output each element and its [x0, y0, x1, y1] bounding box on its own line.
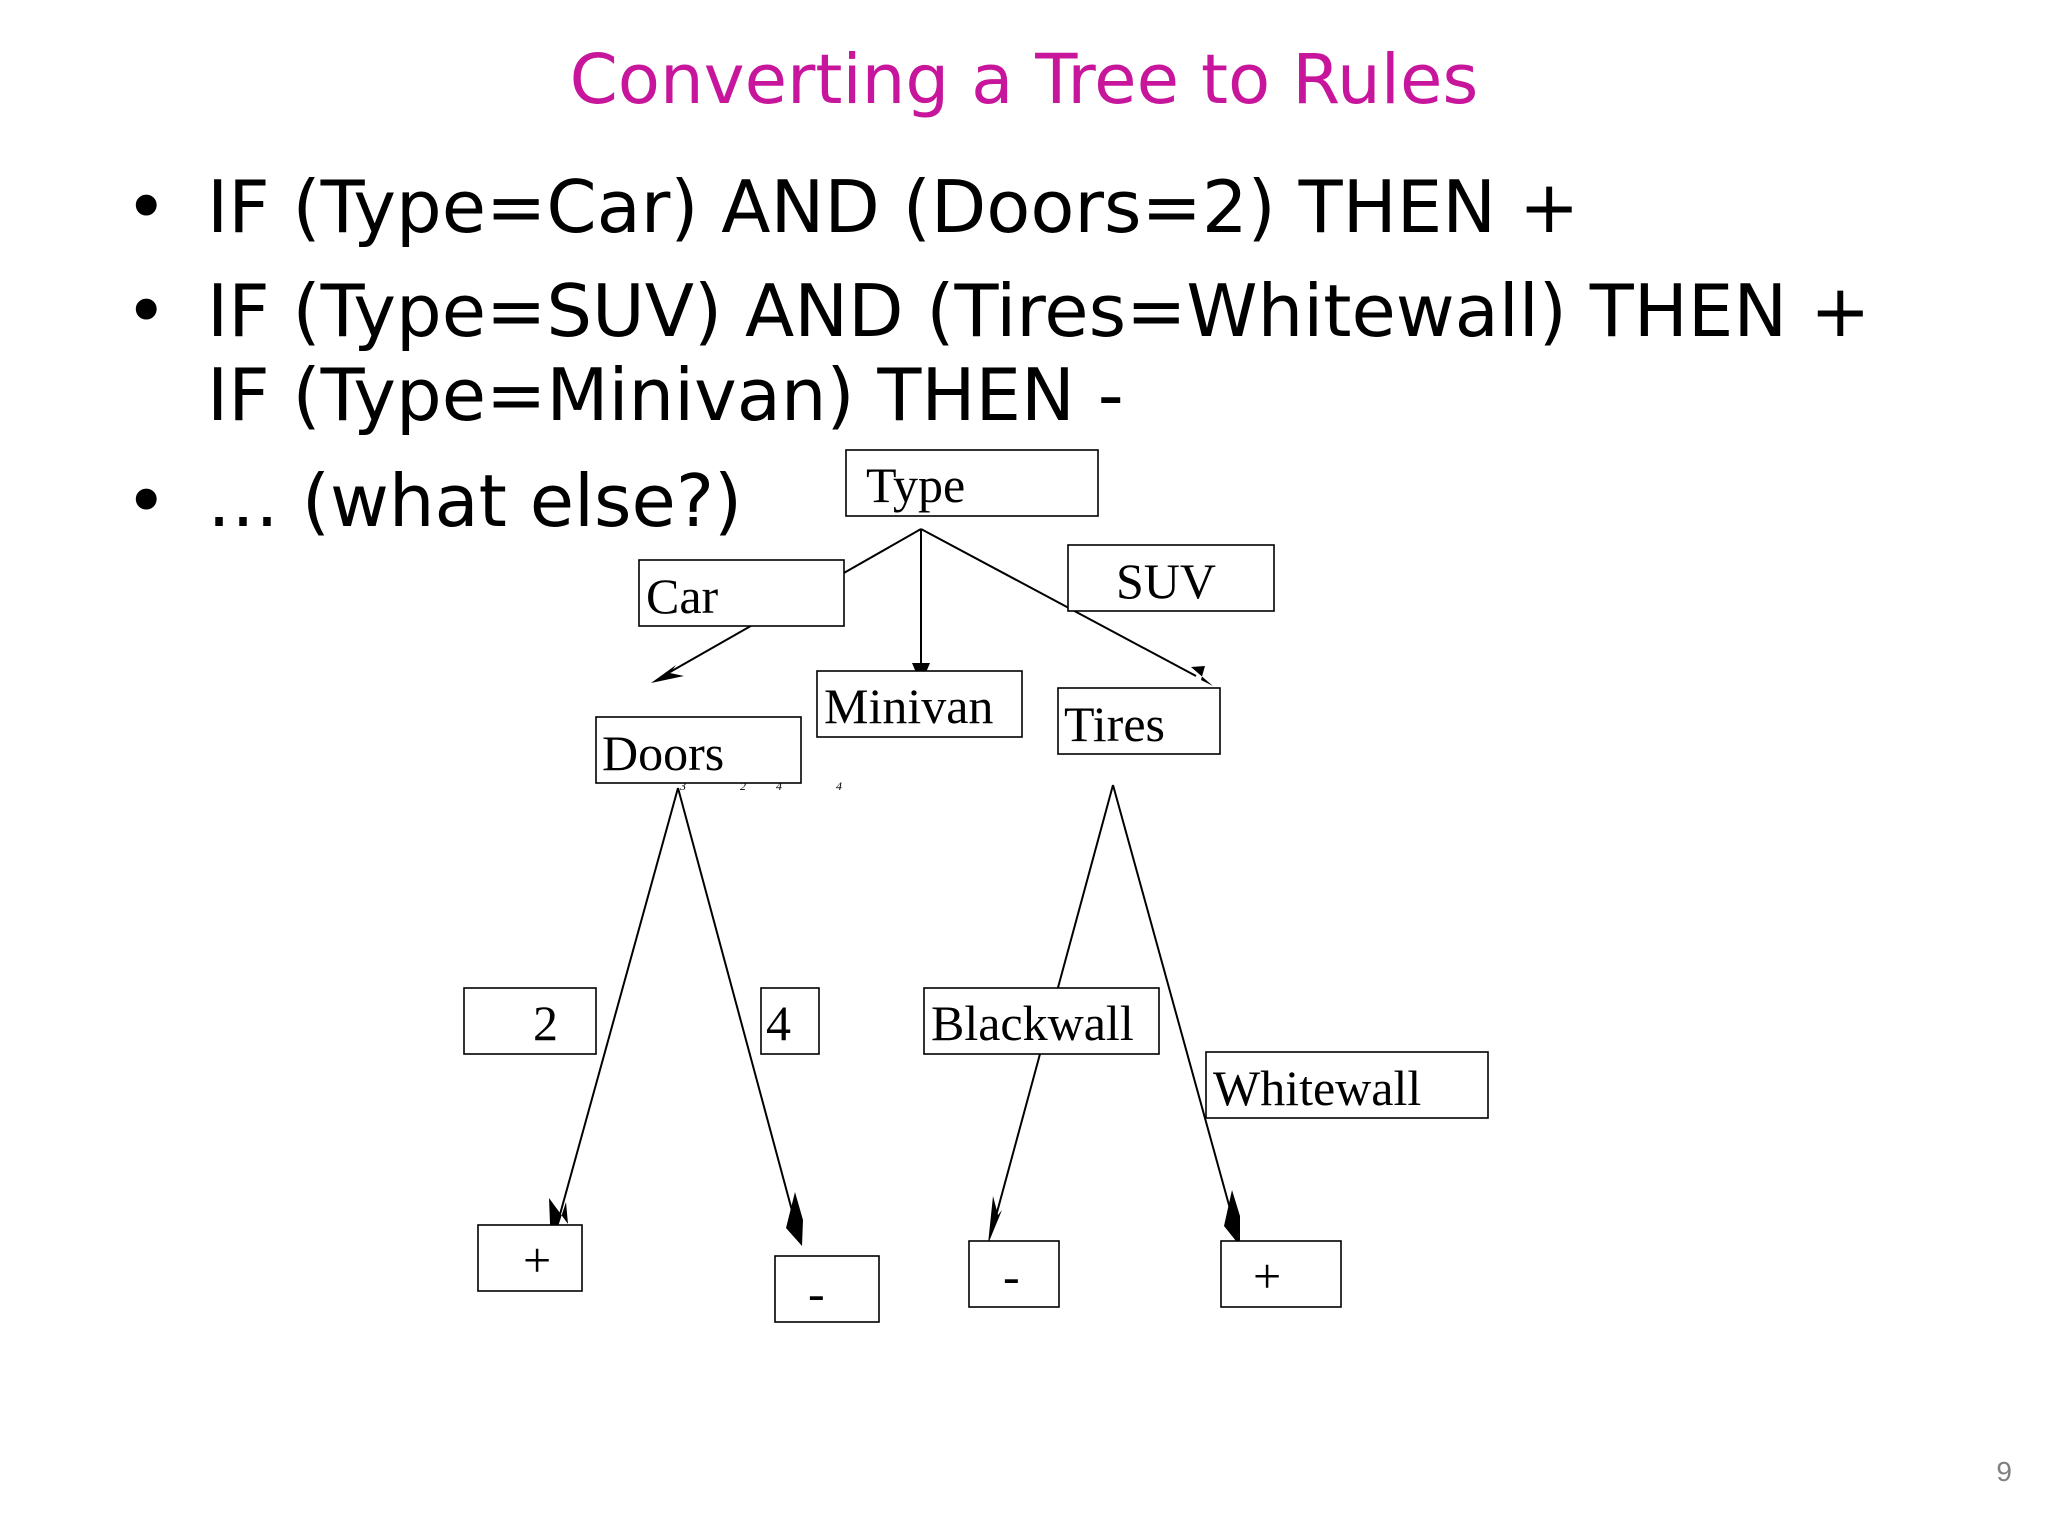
edge-label-doors-4: 4 [760, 987, 820, 1055]
arrowhead-type-to-tires [1191, 666, 1213, 686]
edge-type-to-tires [920, 528, 1197, 677]
arrowhead-type-to-doors [651, 665, 684, 683]
leaf-doors-2-label: + [523, 1232, 551, 1288]
edge-label-whitewall-text: Whitewall [1213, 1060, 1421, 1116]
bullet-what-else: … (what else?) [125, 459, 1945, 543]
leaf-blackwall-label: - [1003, 1248, 1020, 1304]
tiny-mark-3: 4 [776, 779, 782, 793]
edge-label-doors-2-text: 2 [533, 995, 558, 1051]
tiny-mark-1: 3 [679, 779, 686, 793]
edge-tires-to-plus [1112, 784, 1233, 1217]
arrowhead-tires-to-minus [988, 1196, 1002, 1244]
leaf-whitewall: + [1220, 1240, 1342, 1308]
leaf-doors-4: - [774, 1255, 880, 1323]
node-doors: Doors [595, 716, 802, 784]
node-tires: Tires [1057, 687, 1221, 755]
edge-label-blackwall: Blackwall [923, 987, 1160, 1055]
edge-label-whitewall: Whitewall [1205, 1051, 1489, 1119]
bullet-rule-car: IF (Type=Car) AND (Doors=2) THEN + [125, 165, 1945, 249]
tiny-mark-2: 2 [740, 779, 746, 793]
edge-label-suv-text: SUV [1116, 553, 1216, 609]
edge-label-suv: SUV [1067, 544, 1275, 612]
node-tires-label: Tires [1064, 696, 1165, 752]
page-number: 9 [1996, 1456, 2012, 1487]
bullet-rule-suv-minivan: IF (Type=SUV) AND (Tires=Whitewall) THEN… [125, 269, 1945, 437]
arrowhead-doors-to-minus [786, 1192, 803, 1246]
edge-doors-to-plus [558, 787, 679, 1219]
node-type-label: Type [866, 457, 965, 513]
bullet-list: IF (Type=Car) AND (Doors=2) THEN + IF (T… [125, 165, 1945, 543]
edge-label-doors-2: 2 [463, 987, 597, 1055]
edge-label-blackwall-text: Blackwall [931, 995, 1134, 1051]
slide-title: Converting a Tree to Rules [569, 40, 1479, 120]
leaf-doors-2: + [477, 1224, 583, 1292]
edge-label-car-text: Car [646, 568, 719, 624]
leaf-doors-4-label: - [808, 1265, 825, 1321]
edge-label-minivan: Minivan [816, 670, 1023, 738]
edge-label-minivan-text: Minivan [824, 678, 993, 734]
leaf-whitewall-label: + [1253, 1248, 1281, 1304]
arrowhead-tires-to-plus [1224, 1190, 1240, 1246]
edge-label-doors-4-text: 4 [766, 995, 791, 1051]
leaf-blackwall: - [968, 1240, 1060, 1308]
tiny-mark-4: 4 [836, 779, 842, 793]
edge-doors-to-minus [677, 787, 795, 1219]
node-type: Type [845, 449, 1099, 517]
node-doors-label: Doors [602, 725, 724, 781]
edge-label-car: Car [638, 559, 845, 627]
